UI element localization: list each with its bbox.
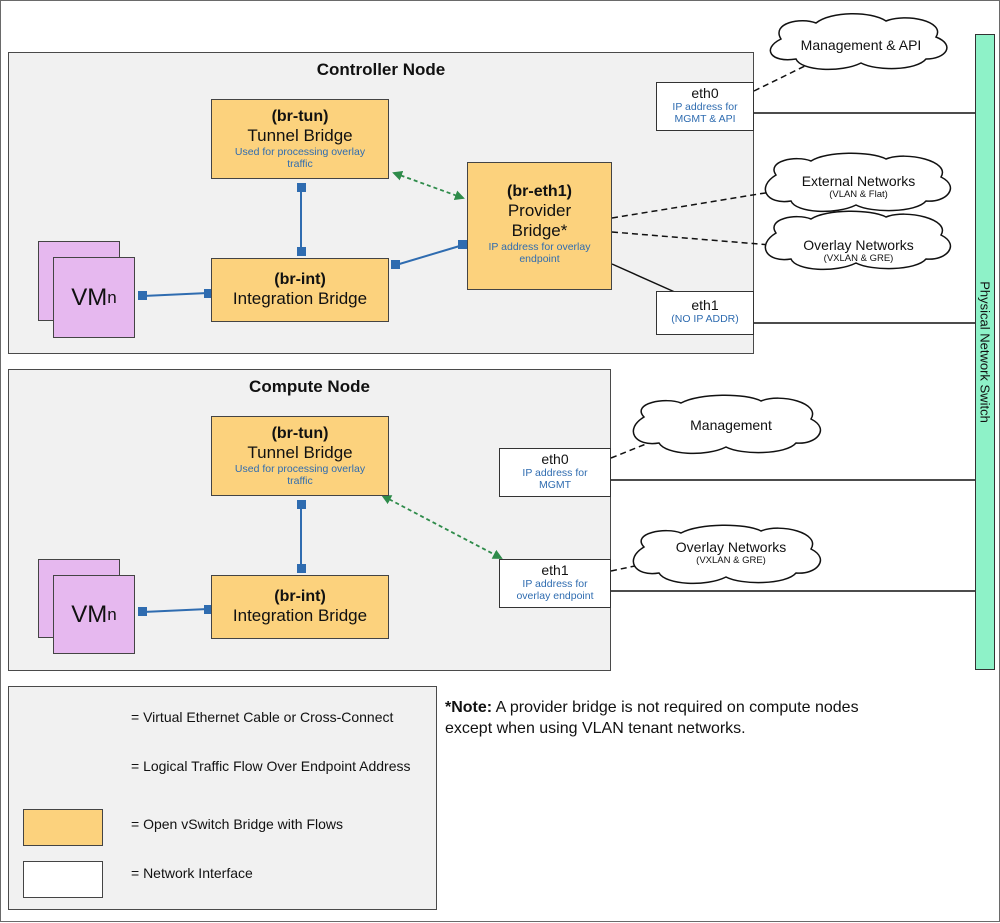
bridge-name: Tunnel Bridge bbox=[247, 443, 353, 462]
compute-eth1: eth1 IP address for overlay endpoint bbox=[499, 559, 611, 608]
link-provider-bridge-eth1 bbox=[611, 263, 678, 294]
legend-logical-text: = Logical Traffic Flow Over Endpoint Add… bbox=[131, 758, 411, 774]
veth-endpoint bbox=[297, 500, 306, 509]
dash-provider-external bbox=[611, 191, 772, 219]
physical-network-switch: Physical Network Switch bbox=[975, 34, 995, 670]
legend-veth-text: = Virtual Ethernet Cable or Cross-Connec… bbox=[131, 709, 394, 725]
compute-eth0: eth0 IP address for MGMT bbox=[499, 448, 611, 497]
controller-eth0: eth0 IP address for MGMT & API bbox=[656, 82, 754, 131]
note-prefix: *Note: bbox=[445, 699, 493, 716]
logical-flow-tun-provider bbox=[392, 171, 465, 200]
bridge-tag: (br-tun) bbox=[271, 108, 329, 125]
bridge-name: Integration Bridge bbox=[232, 606, 368, 625]
cloud-label-mgmt-api: Management & API bbox=[781, 37, 941, 53]
veth-endpoint bbox=[458, 240, 467, 249]
footnote: *Note: A provider bridge is not required… bbox=[445, 697, 895, 739]
cloud-label-mgmt: Management bbox=[646, 417, 816, 433]
bridge-name-line2: Bridge* bbox=[511, 221, 568, 240]
nic-name: eth1 bbox=[691, 297, 719, 313]
bridge-tag: (br-int) bbox=[274, 588, 326, 605]
vm-label: VM bbox=[71, 600, 108, 628]
controller-node-title: Controller Node bbox=[316, 60, 446, 79]
cloud-external-networks bbox=[764, 152, 952, 213]
bridge-name-line1: Provider bbox=[507, 201, 572, 220]
controller-br-int: (br-int) Integration Bridge bbox=[211, 258, 389, 322]
veth-compute-vm-int bbox=[142, 608, 209, 613]
cloud-sub: (VXLAN & GRE) bbox=[696, 555, 766, 566]
veth-endpoint bbox=[138, 607, 147, 616]
cloud-management-api bbox=[769, 13, 948, 71]
cloud-sub: (VXLAN & GRE) bbox=[823, 253, 894, 264]
compute-br-tun: (br-tun) Tunnel Bridge Used for processi… bbox=[211, 416, 389, 496]
vm-subscript: n bbox=[107, 604, 117, 624]
cloud-name: Management bbox=[690, 417, 772, 433]
cloud-sub: (VLAN & Flat) bbox=[829, 189, 888, 200]
veth-controller-int-provider bbox=[395, 244, 464, 266]
cloud-name: Management & API bbox=[800, 37, 922, 53]
vm-subscript: n bbox=[107, 287, 117, 307]
bridge-tag: (br-int) bbox=[274, 271, 326, 288]
controller-br-eth1: (br-eth1) Provider Bridge* IP address fo… bbox=[467, 162, 612, 290]
nic-name: eth1 bbox=[541, 562, 569, 578]
veth-endpoint bbox=[138, 291, 147, 300]
cloud-label-overlay-compute: Overlay Networks (VXLAN & GRE) bbox=[646, 539, 816, 566]
bridge-desc: IP address for overlay endpoint bbox=[488, 241, 591, 266]
bridge-tag: (br-eth1) bbox=[507, 183, 572, 200]
cloud-label-external: External Networks (VLAN & Flat) bbox=[776, 173, 941, 200]
switch-label: Physical Network Switch bbox=[977, 281, 993, 423]
compute-br-int: (br-int) Integration Bridge bbox=[211, 575, 389, 639]
veth-endpoint bbox=[297, 247, 306, 256]
dash-provider-overlay bbox=[611, 231, 772, 246]
dash-eth0-mgmt-api bbox=[753, 62, 812, 92]
legend-bridge-swatch bbox=[23, 809, 103, 846]
cloud-name: External Networks bbox=[801, 173, 916, 189]
nic-desc: IP address for MGMT & API bbox=[672, 101, 738, 126]
cloud-name: Overlay Networks bbox=[803, 237, 914, 253]
cloud-management bbox=[632, 394, 822, 455]
legend-nic-text: = Network Interface bbox=[131, 865, 253, 881]
note-text: A provider bridge is not required on com… bbox=[445, 699, 859, 737]
nic-desc: IP address for MGMT bbox=[522, 467, 588, 492]
nic-desc: IP address for overlay endpoint bbox=[516, 578, 594, 603]
cloud-name: Overlay Networks bbox=[675, 539, 787, 555]
bridge-tag: (br-tun) bbox=[271, 425, 329, 442]
controller-br-tun: (br-tun) Tunnel Bridge Used for processi… bbox=[211, 99, 389, 179]
compute-node-title: Compute Node bbox=[249, 377, 370, 396]
veth-controller-vm-int bbox=[142, 292, 209, 297]
cloud-overlay-networks-compute bbox=[632, 524, 822, 585]
legend-bridge-text: = Open vSwitch Bridge with Flows bbox=[131, 816, 344, 832]
logical-flow-tun-eth1 bbox=[381, 495, 503, 559]
bridge-name: Tunnel Bridge bbox=[247, 126, 353, 145]
veth-endpoint bbox=[391, 260, 400, 269]
veth-endpoint bbox=[204, 289, 213, 298]
vm-label: VM bbox=[71, 283, 108, 311]
veth-endpoint bbox=[297, 183, 306, 192]
veth-endpoint bbox=[297, 564, 306, 573]
legend-nic-swatch bbox=[23, 861, 103, 898]
controller-eth1: eth1 (NO IP ADDR) bbox=[656, 291, 754, 335]
cloud-label-overlay-controller: Overlay Networks (VXLAN & GRE) bbox=[776, 237, 941, 264]
bridge-desc: Used for processing overlay traffic bbox=[234, 146, 366, 171]
bridge-name: Integration Bridge bbox=[232, 289, 368, 308]
cloud-overlay-networks-controller bbox=[764, 210, 952, 271]
nic-name: eth0 bbox=[541, 451, 569, 467]
veth-endpoint bbox=[204, 605, 213, 614]
nic-desc: (NO IP ADDR) bbox=[671, 313, 739, 325]
bridge-desc: Used for processing overlay traffic bbox=[234, 463, 366, 488]
nic-name: eth0 bbox=[691, 85, 719, 101]
